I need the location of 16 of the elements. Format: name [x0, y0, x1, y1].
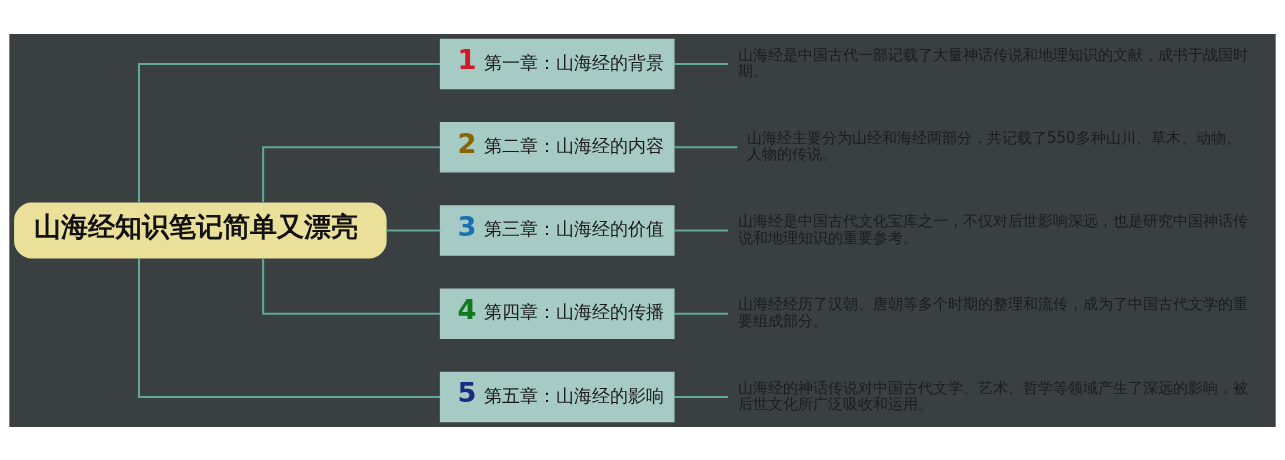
connector — [673, 145, 738, 148]
connector — [673, 395, 729, 398]
connector — [137, 62, 441, 203]
node-box: 2 第二章：山海经的内容 — [439, 121, 675, 172]
connector — [262, 257, 441, 315]
node-box: 5 第五章：山海经的影响 — [439, 371, 675, 422]
connector — [673, 228, 729, 232]
connector — [137, 257, 441, 398]
connector — [386, 228, 441, 232]
connector — [673, 312, 729, 315]
node-box: 4 第四章：山海经的传播 — [439, 288, 675, 339]
node-box: 3 第三章：山海经的价值 — [439, 204, 675, 256]
node-box: 山海经知识笔记简单又漂亮 — [14, 202, 387, 258]
connector — [673, 62, 729, 65]
connector — [262, 145, 441, 203]
node-box: 1 第一章：山海经的背景 — [439, 38, 675, 89]
